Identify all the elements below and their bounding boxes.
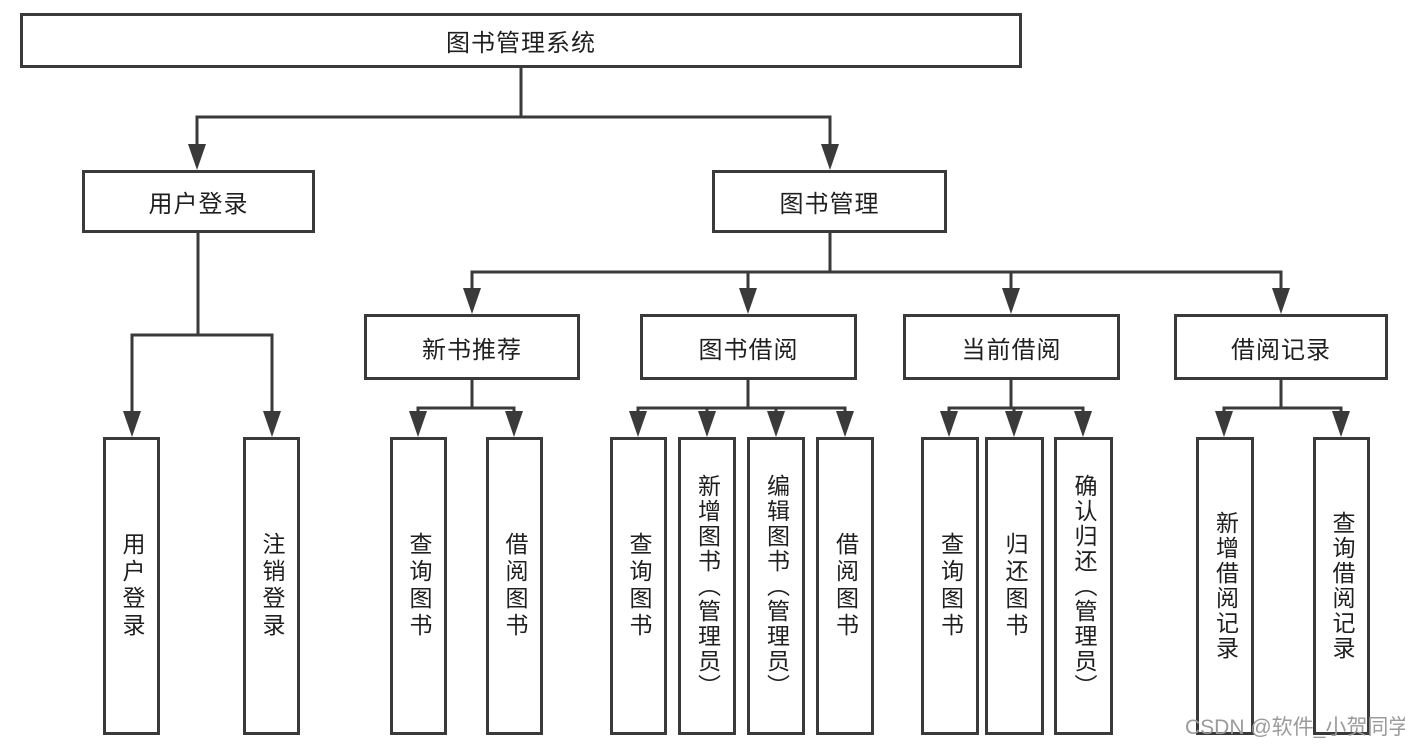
- node-book-management: 图书管理: [712, 170, 947, 233]
- arrow-down-icon: [1074, 411, 1092, 437]
- arrow-down-icon: [1215, 411, 1233, 437]
- connectors-current-borrowing: [940, 378, 1092, 437]
- arrow-down-icon: [767, 411, 785, 437]
- arrow-down-icon: [263, 411, 281, 437]
- arrow-down-icon: [940, 411, 958, 437]
- node-system-root: 图书管理系统: [20, 13, 1022, 68]
- leaf-confirm-return-admin: 确认归还（管理员）: [1054, 437, 1113, 735]
- connectors-root: [188, 66, 839, 170]
- leaf-borrow-books-recommend: 借阅图书: [486, 437, 543, 735]
- node-borrowing-records: 借阅记录: [1174, 314, 1388, 380]
- arrow-down-icon: [821, 144, 839, 170]
- leaf-query-books-current: 查询图书: [921, 437, 979, 735]
- leaf-borrow-books: 借阅图书: [816, 437, 874, 735]
- leaf-query-books-borrowing: 查询图书: [610, 437, 667, 735]
- arrow-down-icon: [188, 144, 206, 170]
- arrow-down-icon: [1272, 288, 1290, 314]
- leaf-query-borrow-record: 查询借阅记录: [1313, 437, 1370, 735]
- node-user-login: 用户登录: [82, 170, 315, 233]
- connectors-borrowing-records: [1215, 378, 1350, 437]
- connectors-book-borrowing: [629, 378, 854, 437]
- arrow-down-icon: [739, 288, 757, 314]
- node-book-borrowing: 图书借阅: [640, 314, 857, 380]
- leaf-edit-books-admin: 编辑图书（管理员）: [747, 437, 805, 735]
- arrow-down-icon: [1002, 288, 1020, 314]
- node-current-borrowing: 当前借阅: [903, 314, 1120, 380]
- arrow-down-icon: [505, 411, 523, 437]
- connectors-user-login: [123, 231, 281, 437]
- arrow-down-icon: [698, 411, 716, 437]
- arrow-down-icon: [463, 288, 481, 314]
- arrow-down-icon: [1332, 411, 1350, 437]
- arrow-down-icon: [1005, 411, 1023, 437]
- leaf-return-books: 归还图书: [985, 437, 1044, 735]
- connectors-new-book-recommend: [409, 378, 523, 437]
- node-new-book-recommend: 新书推荐: [364, 314, 580, 380]
- arrow-down-icon: [409, 411, 427, 437]
- arrow-down-icon: [629, 411, 647, 437]
- watermark: CSDN @软件_小贺同学: [1185, 716, 1405, 739]
- arrow-down-icon: [123, 411, 141, 437]
- arrow-down-icon: [836, 411, 854, 437]
- leaf-add-books-admin: 新增图书（管理员）: [678, 437, 736, 735]
- leaf-logout-login: 注销登录: [243, 437, 300, 735]
- connectors-book-management: [463, 231, 1290, 314]
- leaf-user-login: 用户登录: [103, 437, 160, 735]
- leaf-query-books-recommend: 查询图书: [390, 437, 447, 735]
- leaf-add-borrow-record: 新增借阅记录: [1196, 437, 1254, 735]
